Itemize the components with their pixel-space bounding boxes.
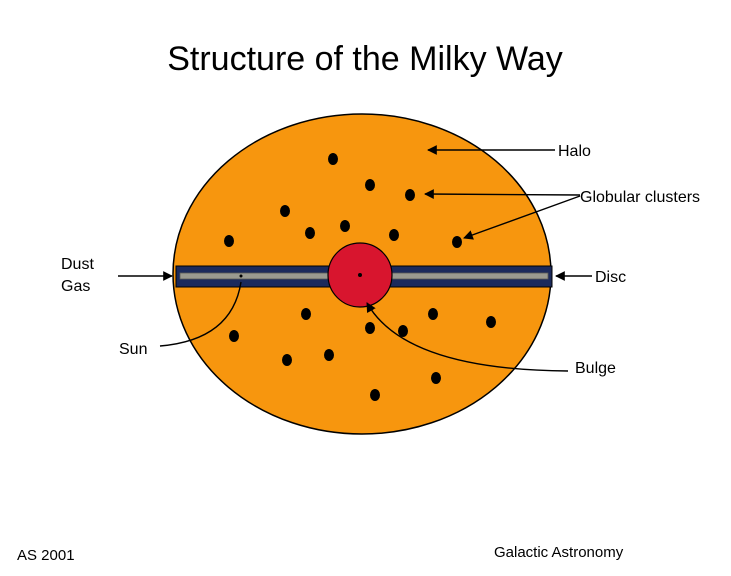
globular-cluster	[365, 322, 375, 334]
globular-cluster	[486, 316, 496, 328]
globular-cluster	[428, 308, 438, 320]
galactic-centre-dot	[358, 273, 362, 277]
globular-cluster	[340, 220, 350, 232]
sun-dot	[239, 274, 243, 278]
globular-cluster	[328, 153, 338, 165]
globular-cluster	[452, 236, 462, 248]
globular-cluster	[224, 235, 234, 247]
globular-cluster	[431, 372, 441, 384]
globular-cluster	[305, 227, 315, 239]
globular-clusters-label: Globular clusters	[580, 189, 700, 206]
annotation-arrows	[118, 145, 592, 372]
globular-cluster-arrow-2	[463, 195, 581, 240]
bulge-label: Bulge	[575, 360, 616, 377]
footer-left-text: AS 2001	[17, 547, 75, 564]
globular-cluster	[365, 179, 375, 191]
globular-cluster	[370, 389, 380, 401]
globular-cluster	[405, 189, 415, 201]
globular-cluster	[229, 330, 239, 342]
globular-cluster	[301, 308, 311, 320]
sun-connector	[159, 281, 242, 347]
footer-right-text: Galactic Astronomy	[494, 544, 624, 561]
page-title: Structure of the Milky Way	[167, 40, 563, 78]
disc-label: Disc	[595, 269, 626, 286]
globular-cluster-arrow-1	[424, 189, 581, 199]
gas-label: Gas	[61, 278, 90, 295]
globular-cluster	[280, 205, 290, 217]
bulge-arrow	[366, 302, 569, 372]
dust-label: Dust	[61, 256, 94, 273]
globular-cluster	[282, 354, 292, 366]
sun-label: Sun	[119, 341, 147, 358]
globular-cluster	[398, 325, 408, 337]
globular-cluster	[389, 229, 399, 241]
globular-clusters-group	[224, 153, 496, 401]
globular-cluster	[324, 349, 334, 361]
halo-label: Halo	[558, 143, 591, 160]
